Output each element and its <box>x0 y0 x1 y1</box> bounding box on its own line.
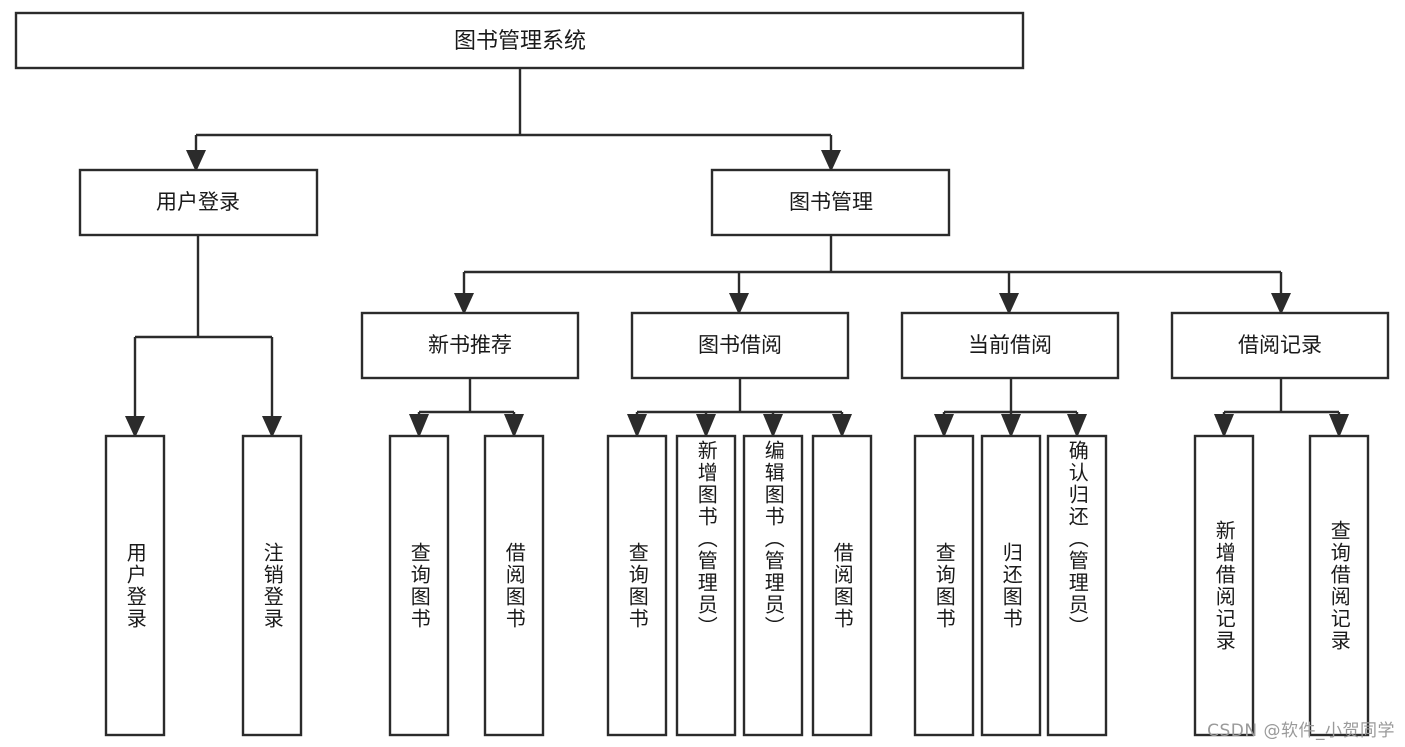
connector-newbook-to-leaves <box>409 378 524 438</box>
arrow-head-current-borrow <box>999 293 1019 315</box>
node-book-management-label: 图书管理 <box>789 190 873 214</box>
leaf-box-borrowrecord-add[interactable] <box>1193 434 1255 737</box>
leaf-box-user-login-logout[interactable] <box>241 434 303 737</box>
node-book-borrow-box[interactable] <box>630 311 850 380</box>
leaf-box-bookborrow-add[interactable] <box>675 434 737 737</box>
node-root-label: 图书管理系统 <box>454 29 586 54</box>
arrow-head-bookborrow-leaf2 <box>696 414 716 438</box>
arrow-head-currentborrow-leaf2 <box>1001 414 1021 438</box>
leaf-box-bookborrow-query[interactable] <box>606 434 668 737</box>
node-borrow-record-label: 借阅记录 <box>1238 333 1322 357</box>
arrow-head-newbook-leaf2 <box>504 414 524 438</box>
leaf-box-bookborrow-edit[interactable] <box>742 434 804 737</box>
arrow-head-borrowrecord-leaf2 <box>1329 414 1349 438</box>
arrow-head-borrow-record <box>1271 293 1291 315</box>
arrow-head-user-login <box>186 150 206 172</box>
leaf-boxes-borrow-record <box>1193 434 1370 737</box>
node-borrow-record-box[interactable] <box>1170 311 1390 380</box>
arrow-head-bookborrow-leaf1 <box>627 414 647 438</box>
leaf-boxes-new-book-recommend <box>388 434 545 737</box>
node-new-book-recommend-label: 新书推荐 <box>428 333 512 357</box>
arrow-head-book-borrow <box>729 293 749 315</box>
node-user-login[interactable]: 用户登录 <box>78 168 319 237</box>
leaf-boxes-current-borrow <box>913 434 1108 737</box>
node-root-box[interactable] <box>14 11 1025 70</box>
node-borrow-record[interactable]: 借阅记录 <box>1170 311 1390 380</box>
connector-borrowrecord-to-leaves <box>1214 378 1349 438</box>
leaf-box-currentborrow-query[interactable] <box>913 434 975 737</box>
arrow-head-currentborrow-leaf3 <box>1067 414 1087 438</box>
node-book-management[interactable]: 图书管理 <box>710 168 951 237</box>
arrow-head-book-mgmt <box>821 150 841 172</box>
leaf-box-bookborrow-borrow[interactable] <box>811 434 873 737</box>
node-book-borrow[interactable]: 图书借阅 <box>630 311 850 380</box>
leaf-box-currentborrow-return[interactable] <box>980 434 1042 737</box>
leaf-boxes-user-login <box>104 434 303 737</box>
node-user-login-label: 用户登录 <box>156 190 240 214</box>
leaf-box-newbook-query[interactable] <box>388 434 450 737</box>
node-book-management-box[interactable] <box>710 168 951 237</box>
node-current-borrow-label: 当前借阅 <box>968 333 1052 357</box>
node-new-book-recommend[interactable]: 新书推荐 <box>360 311 580 380</box>
node-user-login-box[interactable] <box>78 168 319 237</box>
connector-bookborrow-to-leaves <box>627 378 852 438</box>
connector-root-to-level2 <box>186 68 841 172</box>
node-root[interactable]: 图书管理系统 <box>14 11 1025 70</box>
leaf-box-user-login-login[interactable] <box>104 434 166 737</box>
arrow-head-newbook-leaf1 <box>409 414 429 438</box>
node-new-book-recommend-box[interactable] <box>360 311 580 380</box>
watermark-text: CSDN @软件_小贺同学 <box>1207 721 1395 741</box>
node-current-borrow[interactable]: 当前借阅 <box>900 311 1120 380</box>
node-book-borrow-label: 图书借阅 <box>698 333 782 357</box>
arrow-head-borrowrecord-leaf1 <box>1214 414 1234 438</box>
connector-currentborrow-to-leaves <box>934 378 1087 438</box>
arrow-head-userlogin-leaf2 <box>262 416 282 438</box>
leaf-boxes-book-borrow <box>606 434 873 737</box>
leaf-box-borrowrecord-query[interactable] <box>1308 434 1370 737</box>
arrow-head-bookborrow-leaf3 <box>763 414 783 438</box>
arrow-head-currentborrow-leaf1 <box>934 414 954 438</box>
leaf-box-newbook-borrow[interactable] <box>483 434 545 737</box>
arrow-head-new-book <box>454 293 474 315</box>
connector-userlogin-to-leaves <box>125 235 282 438</box>
leaf-box-currentborrow-confirm[interactable] <box>1046 434 1108 737</box>
connector-bookmgmt-to-level3 <box>454 235 1291 315</box>
node-current-borrow-box[interactable] <box>900 311 1120 380</box>
arrow-head-userlogin-leaf1 <box>125 416 145 438</box>
arrow-head-bookborrow-leaf4 <box>832 414 852 438</box>
